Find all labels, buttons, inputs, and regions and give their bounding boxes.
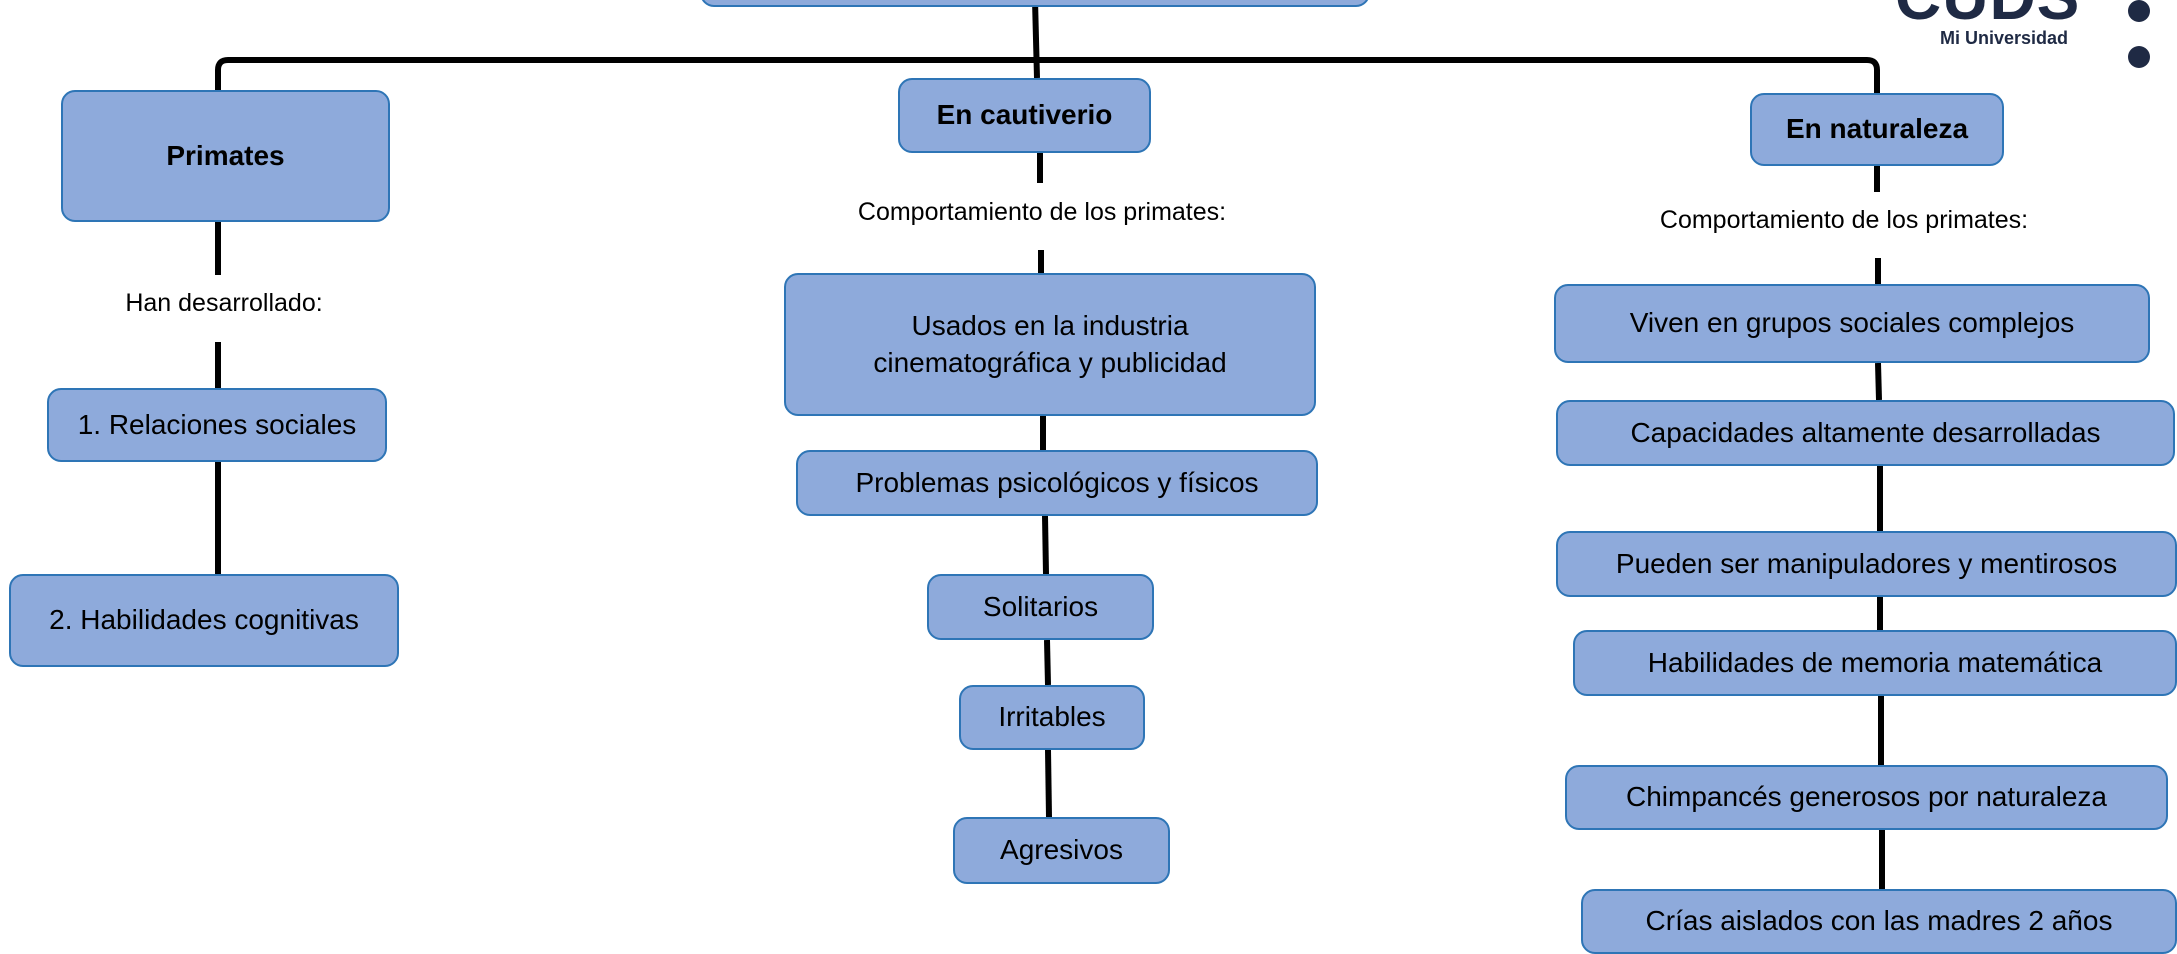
logo-dot-bottom: [2128, 46, 2150, 68]
cautiverio-item-1: Usados en la industria cinematográfica y…: [784, 273, 1316, 416]
cautiverio-item-2: Problemas psicológicos y físicos: [796, 450, 1318, 516]
primates-item-1: 1. Relaciones sociales: [47, 388, 387, 462]
logo-mark: CUDS: [1895, 0, 2080, 34]
naturaleza-item-1: Viven en grupos sociales complejos: [1554, 284, 2150, 363]
root-node: [700, 0, 1370, 7]
logo-tagline: Mi Universidad: [1940, 28, 2069, 48]
naturaleza-item-4: Habilidades de memoria matemática: [1573, 630, 2177, 696]
naturaleza-item-5: Chimpancés generosos por naturaleza: [1565, 765, 2168, 830]
primates-item-2: 2. Habilidades cognitivas: [9, 574, 399, 667]
cautiverio-caption: Comportamiento de los primates:: [851, 196, 1233, 229]
naturaleza-node: En naturaleza: [1750, 93, 2004, 166]
primates-node: Primates: [61, 90, 390, 222]
naturaleza-item-3: Pueden ser manipuladores y mentirosos: [1556, 531, 2177, 597]
cautiverio-item-3: Solitarios: [927, 574, 1154, 640]
cautiverio-node: En cautiverio: [898, 78, 1151, 153]
primates-caption: Han desarrollado:: [119, 287, 329, 320]
logo-dot-top: [2128, 0, 2150, 22]
cautiverio-item-4: Irritables: [959, 685, 1145, 750]
naturaleza-item-6: Crías aislados con las madres 2 años: [1581, 889, 2177, 954]
cautiverio-item-5: Agresivos: [953, 817, 1170, 884]
naturaleza-item-2: Capacidades altamente desarrolladas: [1556, 400, 2175, 466]
naturaleza-caption: Comportamiento de los primates:: [1653, 204, 2035, 237]
